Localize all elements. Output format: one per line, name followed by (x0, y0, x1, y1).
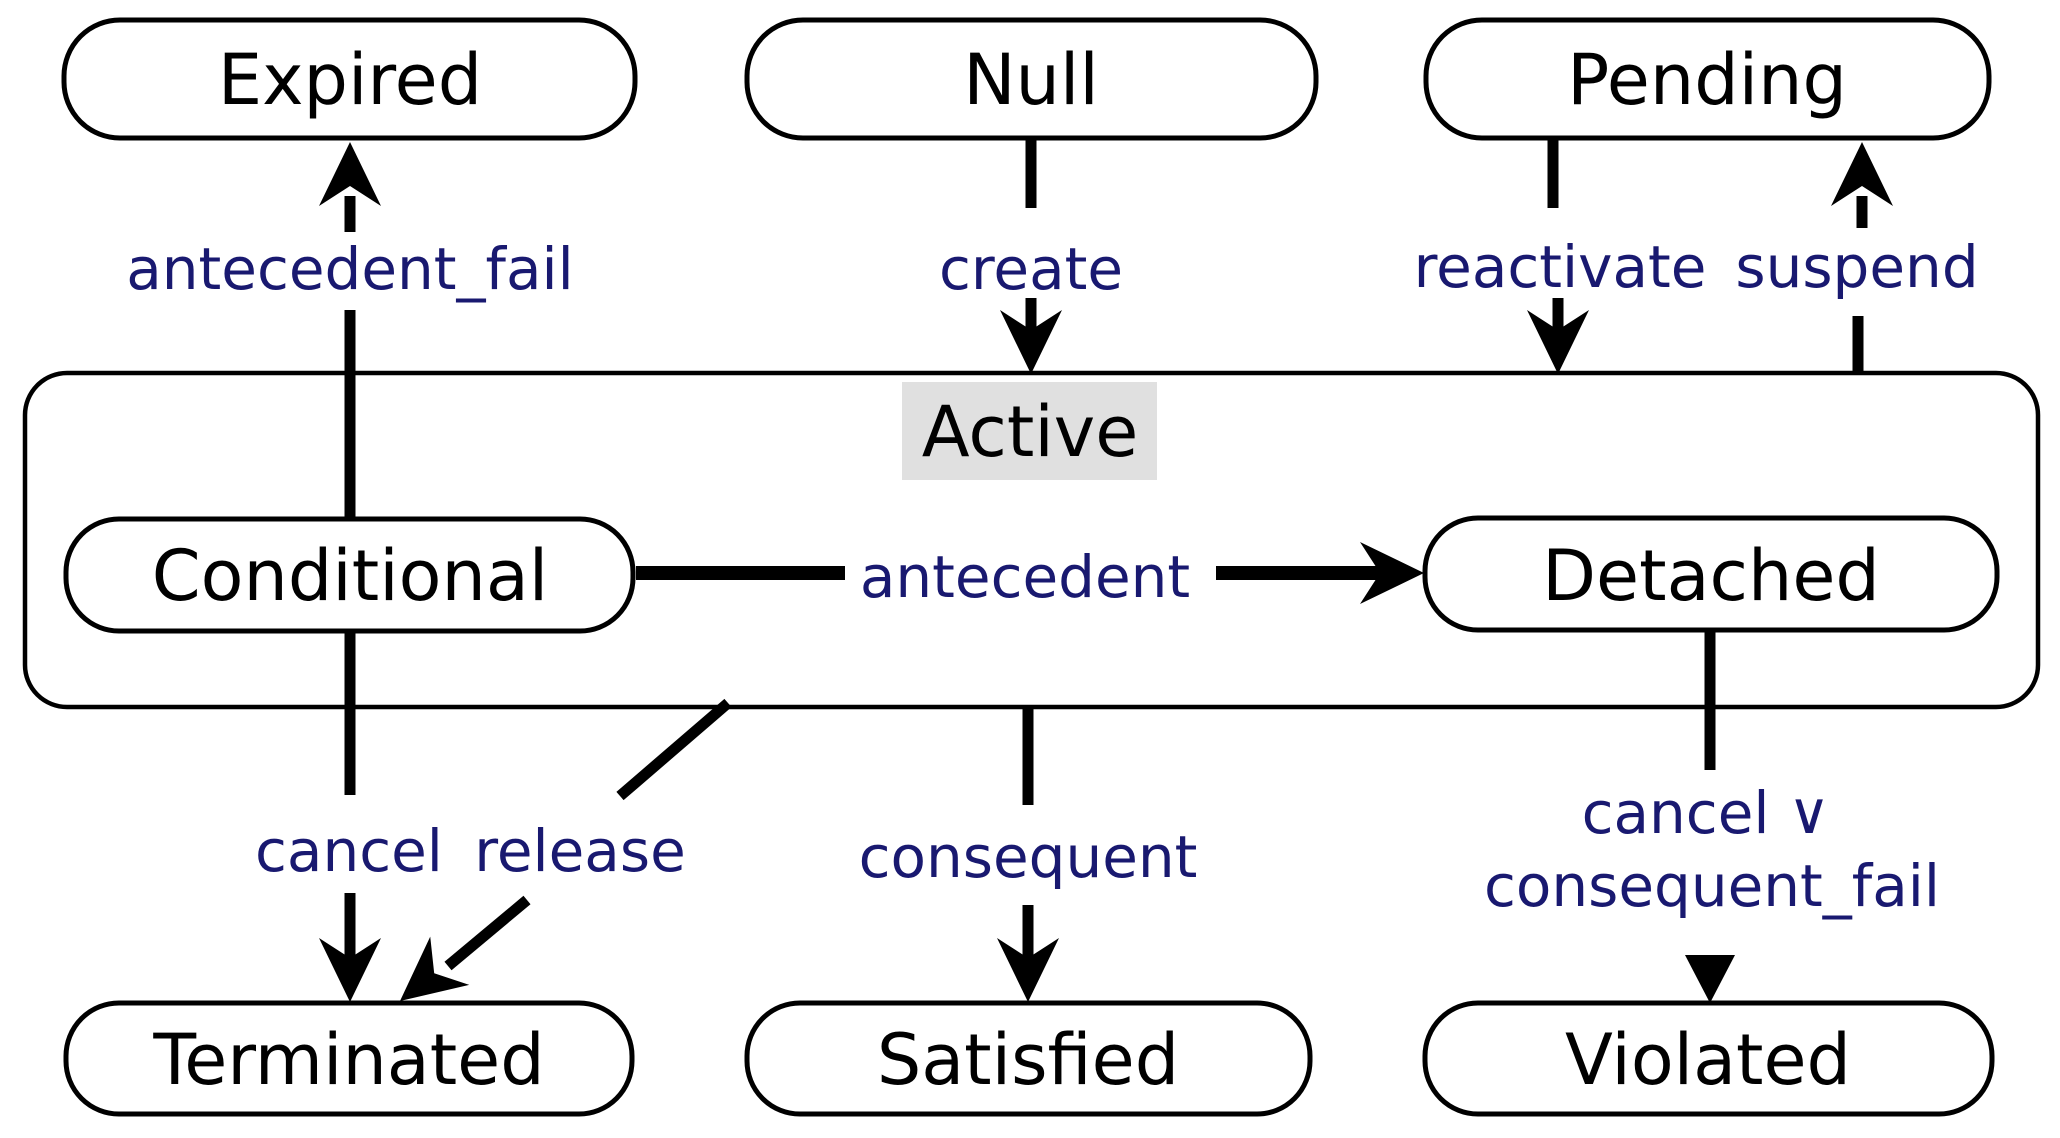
arrowhead-down-icon (319, 938, 381, 1002)
arrowhead-up-icon (1831, 142, 1893, 206)
arrowhead-right-icon (1360, 542, 1424, 604)
state-detached (1422, 515, 2000, 633)
arrow-suspend (1831, 142, 1893, 375)
transition-label-antecedent: antecedent (860, 543, 1190, 611)
state-label-null: Null (963, 39, 1099, 121)
active-label-background (902, 382, 1157, 480)
state-terminated (63, 1000, 635, 1117)
active-container-box (22, 370, 2041, 710)
transition-label-consequent: consequent (859, 823, 1198, 891)
arrowhead-up-icon (319, 142, 381, 206)
transition-label-antecedent-fail: antecedent_fail (126, 235, 574, 303)
arrow-release (400, 698, 732, 1001)
state-violated (1422, 1000, 1995, 1117)
transition-label-create: create (939, 235, 1123, 303)
arrowhead-triangle-down-icon (1685, 955, 1735, 1003)
transition-label-cancel: cancel (255, 817, 443, 885)
arrow-antecedent-fail (319, 142, 381, 521)
arrow-cancel (319, 632, 381, 1002)
state-label-terminated: Terminated (152, 1019, 544, 1101)
transition-label-consequent-fail: consequent_fail (1484, 852, 1940, 920)
arrow-reactivate (1527, 140, 1589, 374)
state-label-detached: Detached (1542, 535, 1880, 617)
transition-label-reactivate: reactivate (1414, 233, 1707, 301)
state-label-pending: Pending (1567, 39, 1847, 121)
state-satisfied (744, 1000, 1313, 1117)
transition-label-suspend: suspend (1735, 233, 1978, 301)
state-label-expired: Expired (218, 39, 482, 121)
state-label-satisfied: Satisfied (877, 1019, 1179, 1101)
arrowhead-down-icon (997, 938, 1059, 1002)
arrow-create (1000, 136, 1062, 374)
arrowhead-down-icon (1000, 310, 1062, 374)
arrow-cancel-or-consequent-fail (1685, 632, 1735, 1003)
state-null (744, 17, 1319, 141)
state-expired (61, 17, 638, 141)
transition-label-cancel-or: cancel ∨ (1582, 779, 1831, 847)
arrowhead-down-left-icon (400, 936, 470, 1001)
state-label-violated: Violated (1565, 1019, 1851, 1101)
arrowhead-down-icon (1527, 310, 1589, 374)
arrow-antecedent (636, 542, 1424, 604)
transition-label-release: release (474, 817, 686, 885)
state-conditional (63, 516, 636, 634)
active-label: Active (922, 391, 1139, 473)
state-pending (1423, 17, 1992, 141)
arrow-consequent (997, 708, 1059, 1002)
state-label-conditional: Conditional (152, 535, 548, 617)
